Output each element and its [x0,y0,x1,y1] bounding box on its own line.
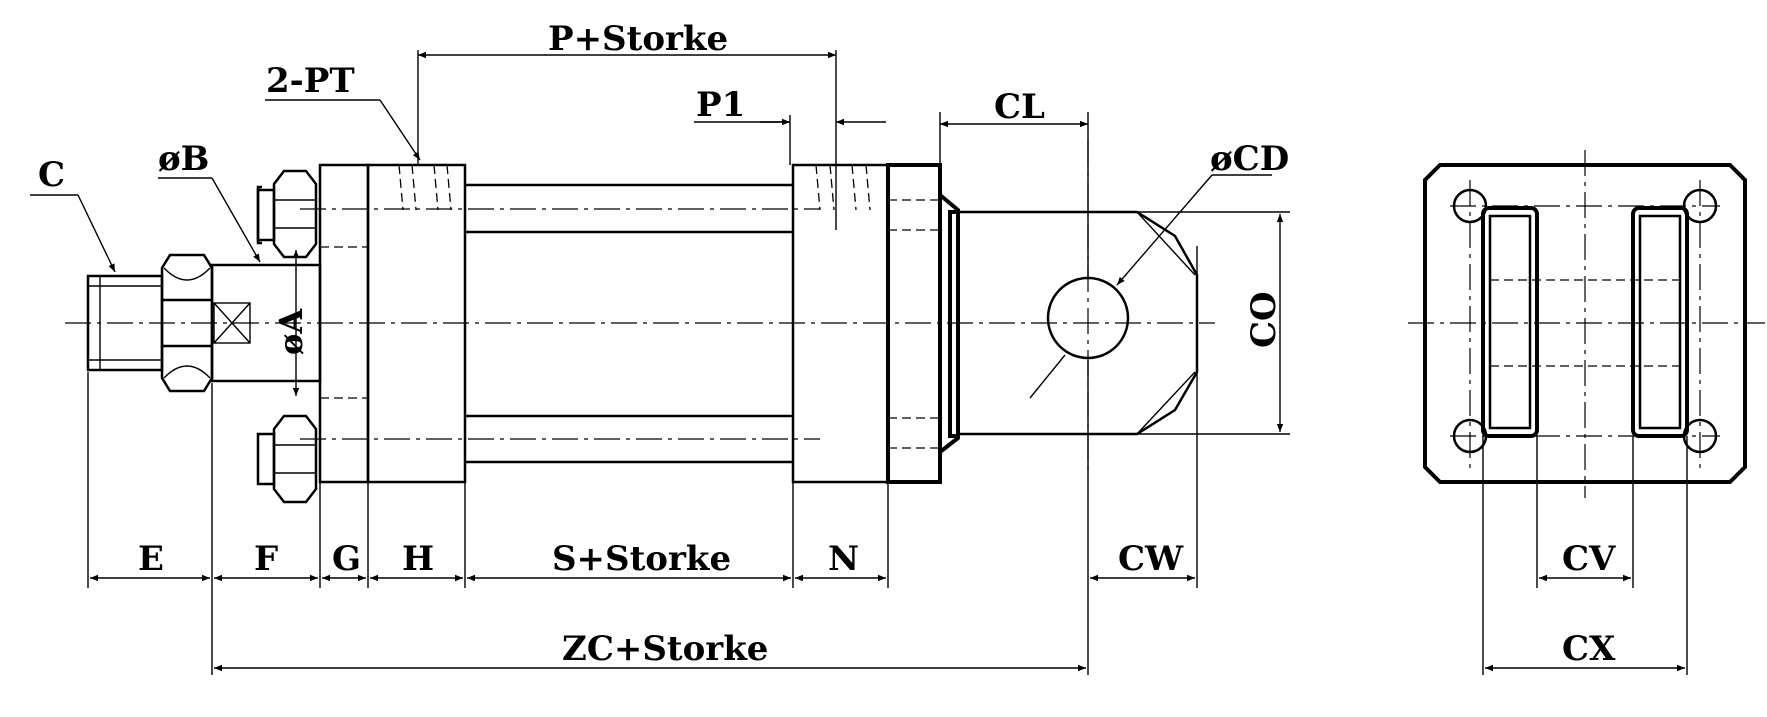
tie-rod-hole-tl [1452,188,1488,224]
clevis-ear-right [1631,206,1689,438]
tie-rod-nut-top [256,169,318,259]
label-cv: CV [1562,539,1616,579]
label-phi-a: øA [272,308,310,355]
label-cx: CX [1562,629,1616,669]
tie-rod-hole-tr [1682,188,1718,224]
dimensions: P+Storke 2-PT P1 CL øCD C øB øA [30,19,1688,675]
label-phi-b: øB [158,139,209,179]
barrel [300,183,820,464]
clevis-body [958,140,1199,470]
label-p-stroke: P+Storke [548,19,728,59]
label-h: H [402,539,434,579]
label-two-pt: 2-PT [266,61,355,101]
label-c: C [38,155,65,195]
label-co: CO [1244,291,1284,348]
end-plate [1423,163,1747,484]
front-head-block [366,163,467,484]
label-n: N [828,539,859,579]
side-view [65,140,1215,504]
label-zc-stroke: ZC+Storke [562,629,768,669]
rear-flange [886,163,942,484]
label-f: F [254,539,278,579]
label-cl: CL [994,87,1045,127]
label-g: G [332,539,361,579]
label-cw: CW [1118,539,1184,579]
tie-rod-nut-bottom [256,414,318,504]
jam-nut [160,253,214,393]
label-p1: P1 [696,85,745,125]
label-phi-cd: øCD [1210,139,1289,179]
clevis-ear-left [1481,206,1539,438]
label-s-stroke: S+Storke [552,539,731,579]
label-e: E [138,539,164,579]
end-view [1408,150,1765,498]
